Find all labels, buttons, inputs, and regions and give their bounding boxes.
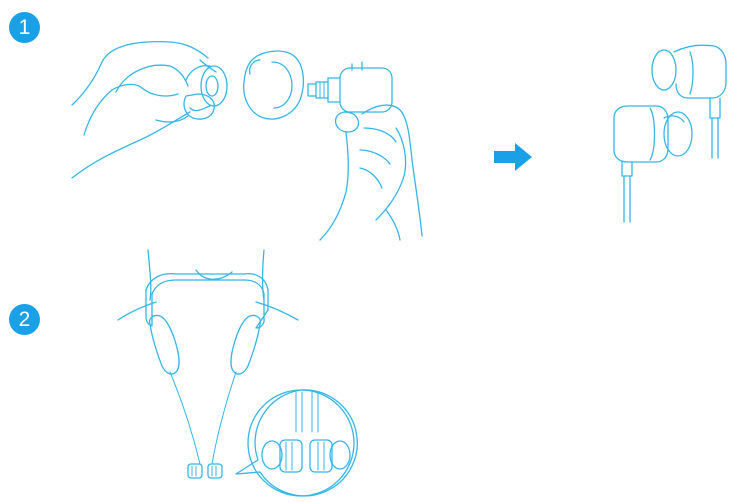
right-battery-pod-icon	[230, 314, 262, 375]
earbud-icon	[307, 61, 393, 113]
step-2-badge: 2	[9, 304, 40, 335]
left-hand-icon	[71, 40, 217, 179]
right-hand-icon	[319, 104, 423, 241]
loose-ear-tip-icon	[243, 50, 305, 120]
small-earbuds-icon	[187, 463, 223, 479]
earbud-back-icon	[651, 44, 727, 159]
earbud-front-icon	[613, 105, 693, 223]
ear-tip-icon	[185, 64, 228, 112]
zoomed-left-earbud-icon	[261, 439, 303, 473]
zoomed-cables-icon	[295, 391, 319, 433]
neckband-icon	[145, 272, 269, 329]
hanging-cables-icon	[169, 371, 237, 465]
step-1-badge: 1	[9, 12, 40, 43]
left-battery-pod-icon	[148, 314, 180, 375]
zoomed-right-earbud-icon	[309, 439, 351, 473]
